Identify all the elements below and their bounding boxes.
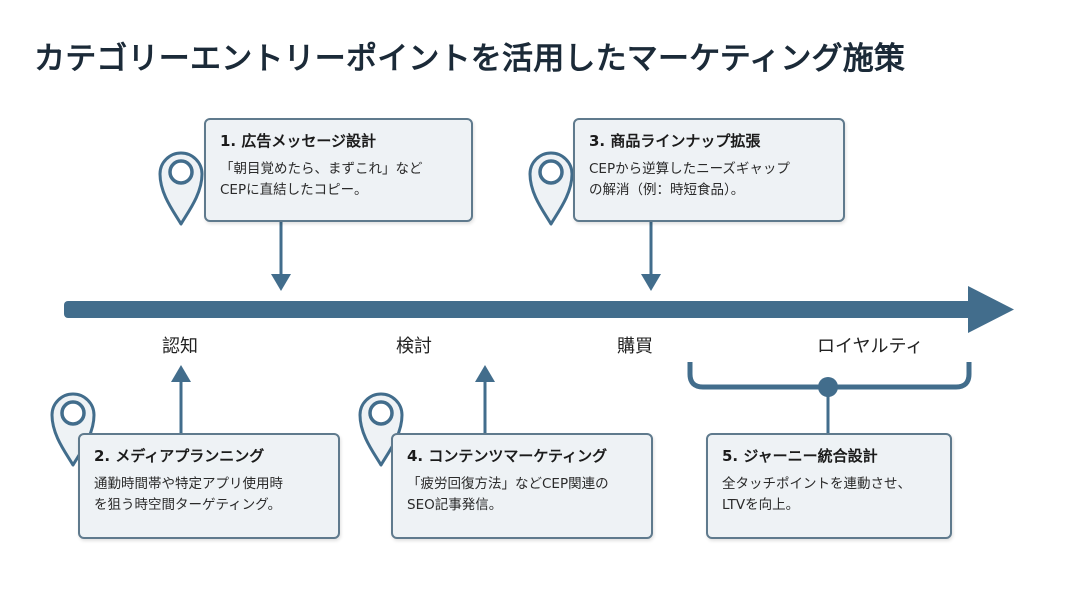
page-title: カテゴリーエントリーポイントを活用したマーケティング施策: [34, 41, 906, 77]
card-description: 「疲労回復方法」などCEP関連の SEO記事発信。: [407, 474, 637, 516]
card-title: 1. 広告メッセージ設計: [220, 132, 377, 150]
location-pin-icon: [528, 151, 574, 226]
integration-bracket: [687, 362, 972, 433]
card-description-line: の解消（例：時短食品）。: [589, 182, 745, 198]
card-title: 3. 商品ラインナップ拡張: [589, 132, 761, 150]
card-description-line: を狙う時空間ターゲティング。: [94, 497, 282, 513]
card-content-marketing: 4. コンテンツマーケティング 「疲労回復方法」などCEP関連の SEO記事発信…: [391, 433, 653, 539]
card-title: 5. ジャーニー統合設計: [722, 447, 878, 465]
card-description-line: SEO記事発信。: [407, 497, 503, 513]
card-description-line: 全タッチポイントを連動させ、: [722, 476, 911, 492]
connector-card-2: [171, 365, 191, 433]
card-description-line: 「朝目覚めたら、まずこれ」など: [220, 161, 423, 177]
card-ad-message-design: 1. 広告メッセージ設計 「朝目覚めたら、まずこれ」など CEPに直結したコピー…: [204, 118, 473, 222]
card-description: 全タッチポイントを連動させ、 LTVを向上。: [722, 474, 936, 516]
card-title: 2. メディアプランニング: [94, 447, 265, 465]
card-journey-integration: 5. ジャーニー統合設計 全タッチポイントを連動させ、 LTVを向上。: [706, 433, 952, 539]
connector-card-1: [271, 222, 291, 291]
connector-card-4: [475, 365, 495, 433]
card-description-line: LTVを向上。: [722, 497, 800, 513]
card-description-line: 「疲労回復方法」などCEP関連の: [407, 476, 609, 492]
stage-awareness: 認知: [162, 336, 198, 357]
card-description-line: CEPに直結したコピー。: [220, 182, 368, 198]
card-title: 4. コンテンツマーケティング: [407, 447, 608, 465]
location-pin-icon: [158, 151, 204, 226]
journey-arrow: [64, 286, 1014, 333]
connector-card-3: [641, 222, 661, 291]
stage-loyalty: ロイヤルティ: [817, 336, 924, 357]
card-media-planning: 2. メディアプランニング 通勤時間帯や特定アプリ使用時 を狙う時空間ターゲティ…: [78, 433, 340, 539]
card-description-line: CEPから逆算したニーズギャップ: [589, 161, 790, 177]
card-description: 「朝目覚めたら、まずこれ」など CEPに直結したコピー。: [220, 159, 457, 201]
card-description: 通勤時間帯や特定アプリ使用時 を狙う時空間ターゲティング。: [94, 474, 324, 516]
card-description: CEPから逆算したニーズギャップ の解消（例：時短食品）。: [589, 159, 829, 201]
card-product-lineup-expansion: 3. 商品ラインナップ拡張 CEPから逆算したニーズギャップ の解消（例：時短食…: [573, 118, 845, 222]
card-description-line: 通勤時間帯や特定アプリ使用時: [94, 476, 283, 492]
stage-purchase: 購買: [617, 336, 653, 357]
stage-consideration: 検討: [396, 336, 432, 357]
